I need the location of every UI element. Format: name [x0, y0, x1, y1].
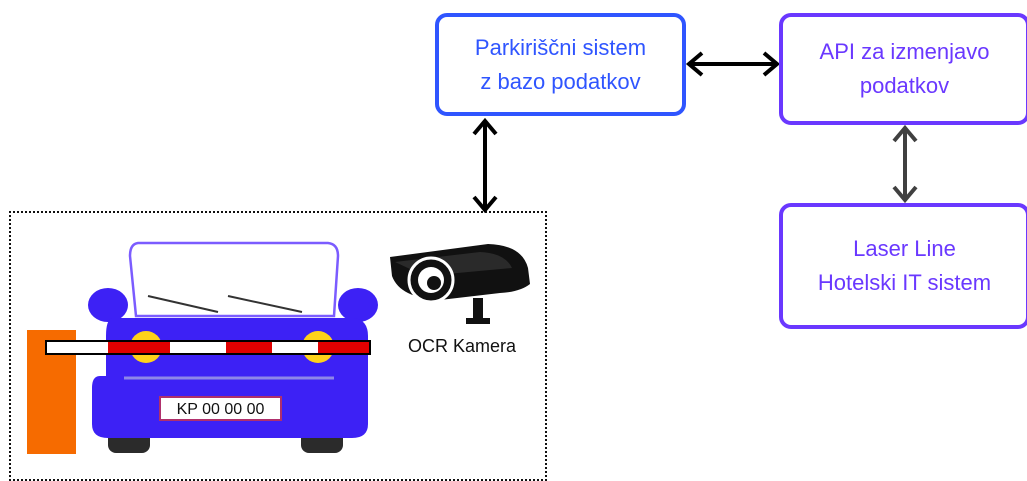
boom-barrier-icon [45, 340, 371, 355]
arrow-parking-api [685, 51, 781, 77]
parking-system-line2: z bazo podatkov [480, 68, 641, 94]
api-line2: podatkov [859, 73, 950, 98]
license-plate [159, 396, 282, 421]
api-line1: API za izmenjavo [819, 39, 990, 64]
parking-system-line1: Parkiriščni sistem [474, 34, 647, 60]
camera-label: OCR Kamera [408, 336, 517, 356]
arrow-api-hotel [892, 124, 918, 204]
security-camera-icon [390, 244, 530, 324]
arrow-parking-entrance [472, 117, 498, 214]
hotel-system-block: Laser Line Hotelski IT sistem [779, 203, 1027, 329]
hotel-system-line2: Hotelski IT sistem [817, 270, 992, 295]
hotel-system-line1: Laser Line [853, 236, 956, 261]
api-block: API za izmenjavo podatkov [779, 13, 1027, 125]
parking-system-block: Parkiriščni sistem z bazo podatkov [435, 13, 686, 116]
license-plate-text: KP 00 00 00 [177, 401, 265, 418]
